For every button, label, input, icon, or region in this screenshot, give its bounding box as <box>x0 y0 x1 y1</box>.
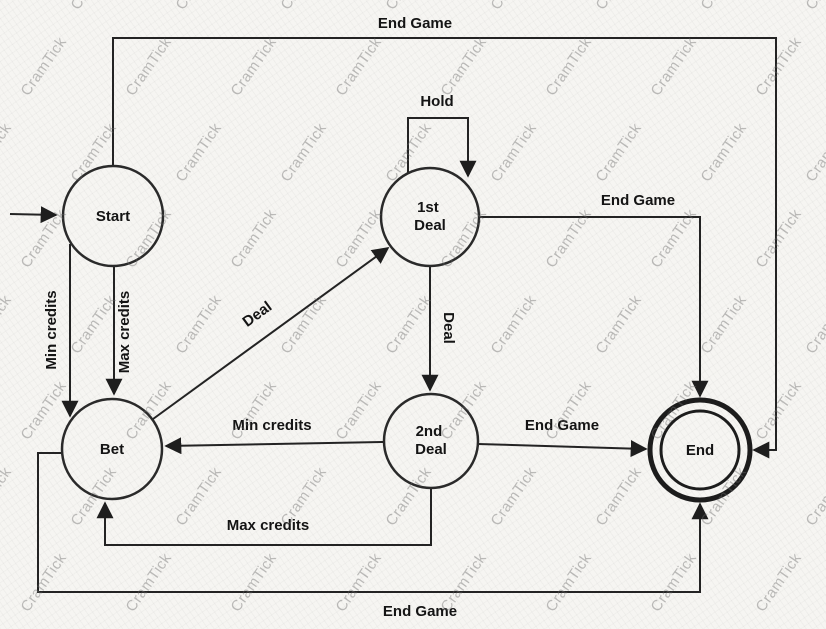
state-end-label: End <box>686 442 714 459</box>
transition-hold-loop: Hold <box>407 93 477 178</box>
label-max-credits-left: Max credits <box>116 291 133 374</box>
transition-second-deal-to-bet-min: Min credits <box>164 417 385 455</box>
label-end-game-first-deal: End Game <box>601 192 675 209</box>
label-end-game-bottom: End Game <box>383 603 457 620</box>
state-end-inner-circle <box>659 409 741 491</box>
transition-bet-to-end-bottom: End Game <box>37 452 709 620</box>
state-second-deal-line1: 2nd <box>416 423 443 440</box>
state-first-deal-circle <box>379 166 481 268</box>
transition-first-to-second-deal: Deal <box>421 266 457 392</box>
state-start: Start <box>61 164 165 268</box>
transition-start-to-bet-max: Max credits <box>105 266 133 396</box>
state-end: End <box>647 397 753 503</box>
transition-bet-to-first-deal: Deal <box>152 246 390 420</box>
state-bet-label: Bet <box>100 441 124 458</box>
label-end-game-second-deal: End Game <box>525 417 599 434</box>
state-first-deal-line1: 1st <box>417 199 439 216</box>
state-first-deal: 1st Deal <box>379 166 481 268</box>
transition-first-deal-to-end: End Game <box>479 192 709 398</box>
transition-start-to-bet-min: Min credits <box>43 244 79 418</box>
state-start-circle <box>61 164 165 268</box>
state-second-deal: 2nd Deal <box>382 392 480 490</box>
transition-second-deal-to-bet-max: Max credits <box>96 488 432 546</box>
initial-arrow <box>9 206 58 224</box>
state-end-outer-circle <box>647 397 753 503</box>
label-max-credits-bottom: Max credits <box>227 517 310 534</box>
state-first-deal-label: 1st Deal <box>414 199 446 234</box>
state-second-deal-label: 2nd Deal <box>415 423 447 458</box>
state-bet-circle <box>60 397 164 501</box>
transition-second-deal-to-end: End Game <box>477 417 648 458</box>
transition-start-to-end-top: End Game <box>112 15 777 459</box>
state-second-deal-line2: Deal <box>415 441 447 458</box>
state-bet: Bet <box>60 397 164 501</box>
label-min-credits-left: Min credits <box>43 290 60 369</box>
state-second-deal-circle <box>382 392 480 490</box>
label-deal-diagonal: Deal <box>240 298 276 330</box>
label-hold: Hold <box>420 93 453 110</box>
label-end-game-top: End Game <box>378 15 452 32</box>
state-first-deal-line2: Deal <box>414 217 446 234</box>
label-min-credits-mid: Min credits <box>232 417 311 434</box>
state-start-label: Start <box>96 208 130 225</box>
label-deal-vertical: Deal <box>440 312 457 344</box>
